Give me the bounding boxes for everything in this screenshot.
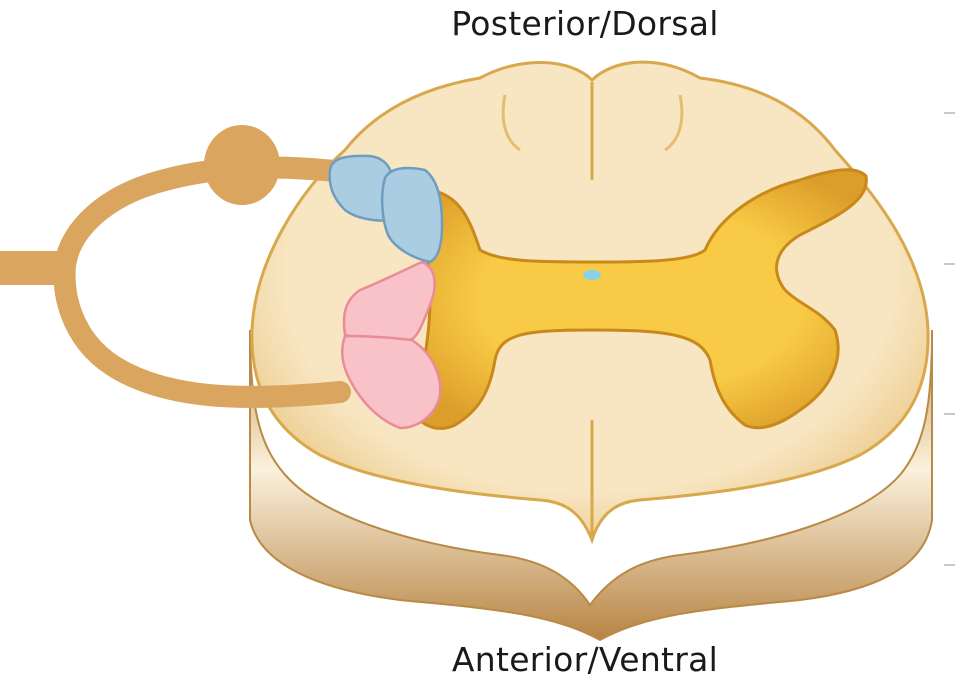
- dorsal-root-inner: [380, 166, 444, 264]
- cord-section-side: [249, 329, 933, 642]
- gray-matter: [413, 168, 868, 430]
- ventral-root-lower: [341, 334, 442, 430]
- dorsal-crease-left: [501, 94, 521, 152]
- dorsal-crease-right: [664, 94, 684, 152]
- edge-tick-marks: [944, 112, 955, 566]
- posterior-dorsal-label: Posterior/Dorsal: [451, 4, 719, 43]
- central-canal: [583, 270, 601, 280]
- anterior-ventral-label: Anterior/Ventral: [451, 640, 719, 679]
- dorsal-root-ganglion: [204, 125, 280, 205]
- ventral-root-upper: [342, 260, 436, 343]
